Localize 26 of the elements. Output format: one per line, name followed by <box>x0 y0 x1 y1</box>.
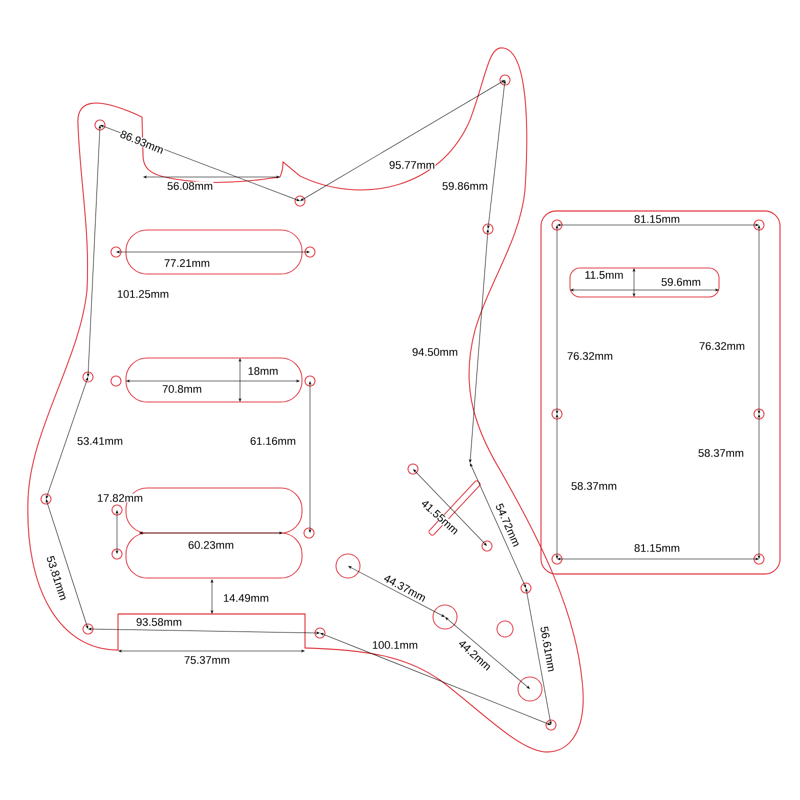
dimension-label: 61.16mm <box>250 436 296 446</box>
dimension-label: 59.86mm <box>442 182 488 190</box>
dimension-label: 53.81mm <box>46 554 68 602</box>
dimension-label: 53.41mm <box>76 436 124 446</box>
dimension-label: 81.15mm <box>634 214 680 224</box>
dimension-label: 58.37mm <box>570 482 618 490</box>
dimension-label: 100.1mm <box>372 640 418 650</box>
dimension-label: 101.25mm <box>116 290 170 298</box>
dimension-label: 75.37mm <box>184 656 230 664</box>
dimension-label: 77.21mm <box>164 258 210 268</box>
dimension-label: 11.5mm <box>584 270 624 280</box>
dimension-label: 58.37mm <box>698 448 744 458</box>
dimension-label: 60.23mm <box>188 540 234 550</box>
dimension-label: 76.32mm <box>566 352 614 360</box>
dimension-label: 95.77mm <box>388 160 436 170</box>
dimension-label: 56.08mm <box>166 182 214 190</box>
dimension-label: 76.32mm <box>698 342 746 350</box>
dimension-label: 18mm <box>247 366 279 376</box>
dimension-label: 70.8mm <box>162 384 202 394</box>
dimension-label: 93.58mm <box>136 618 182 626</box>
dimension-label: 56.61mm <box>540 625 556 673</box>
dimension-label: 14.49mm <box>222 594 270 602</box>
dimension-label: 81.15mm <box>634 544 680 552</box>
dimension-label: 59.6mm <box>660 278 702 286</box>
dimension-label: 94.50mm <box>412 348 458 356</box>
dimension-label: 17.82mm <box>96 494 144 502</box>
